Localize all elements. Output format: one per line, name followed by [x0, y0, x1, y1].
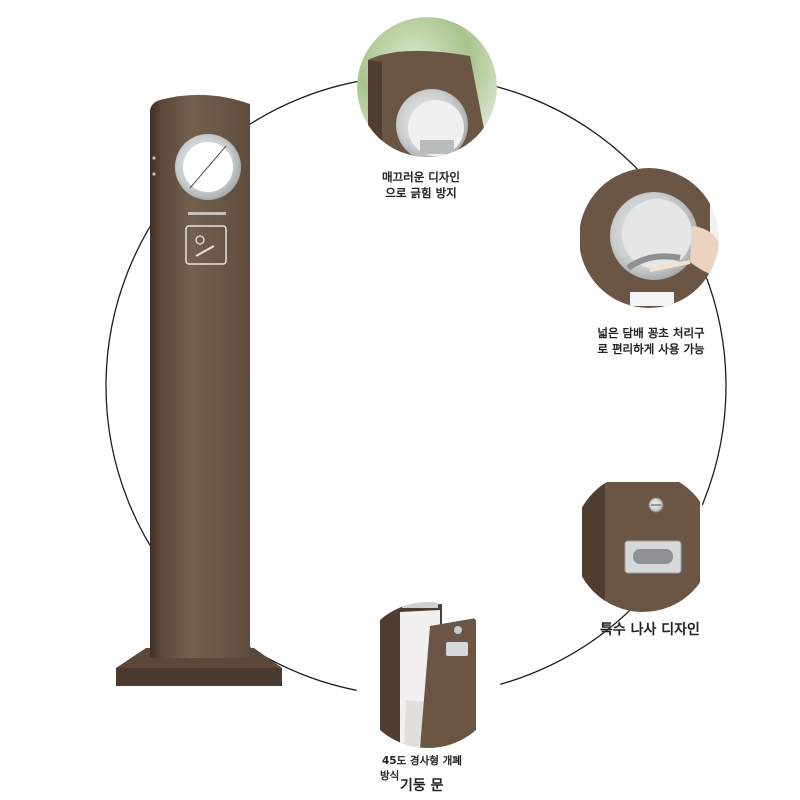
- feature-text-line: 매끄러운 디자인: [381, 170, 461, 184]
- feature-text-line: 으로 긁힘 방지: [385, 185, 457, 200]
- pillar-body: [160, 94, 250, 659]
- feature-label-door-line3: 기둥 문: [400, 778, 444, 794]
- feature-label-door-line1: 45도 경사형 개폐: [382, 755, 462, 767]
- feature-text-line: 넓은 담배 꽁초 처리구: [597, 326, 705, 340]
- feature-label-door-line2: 방식: [380, 770, 400, 782]
- feature-label-smooth: 매끄러운 디자인 으로 긁힘 방지: [356, 170, 486, 201]
- feature-photo-screw: [573, 472, 713, 612]
- smoking-sign: [185, 225, 227, 265]
- feature-text-line: 로 편리하게 사용 가능: [597, 341, 705, 356]
- ashtray-pillar: [116, 94, 282, 686]
- feature-text-line: 특수 나사 디자인: [600, 622, 700, 638]
- feature-label-screw: 특수 나사 디자인: [600, 621, 760, 640]
- feature-photo-smooth: [357, 17, 497, 157]
- feature-photo-door: [355, 602, 501, 748]
- feature-label-disposal: 넓은 담배 꽁초 처리구 로 편리하게 사용 가능: [576, 326, 726, 357]
- feature-photo-disposal: [579, 168, 719, 308]
